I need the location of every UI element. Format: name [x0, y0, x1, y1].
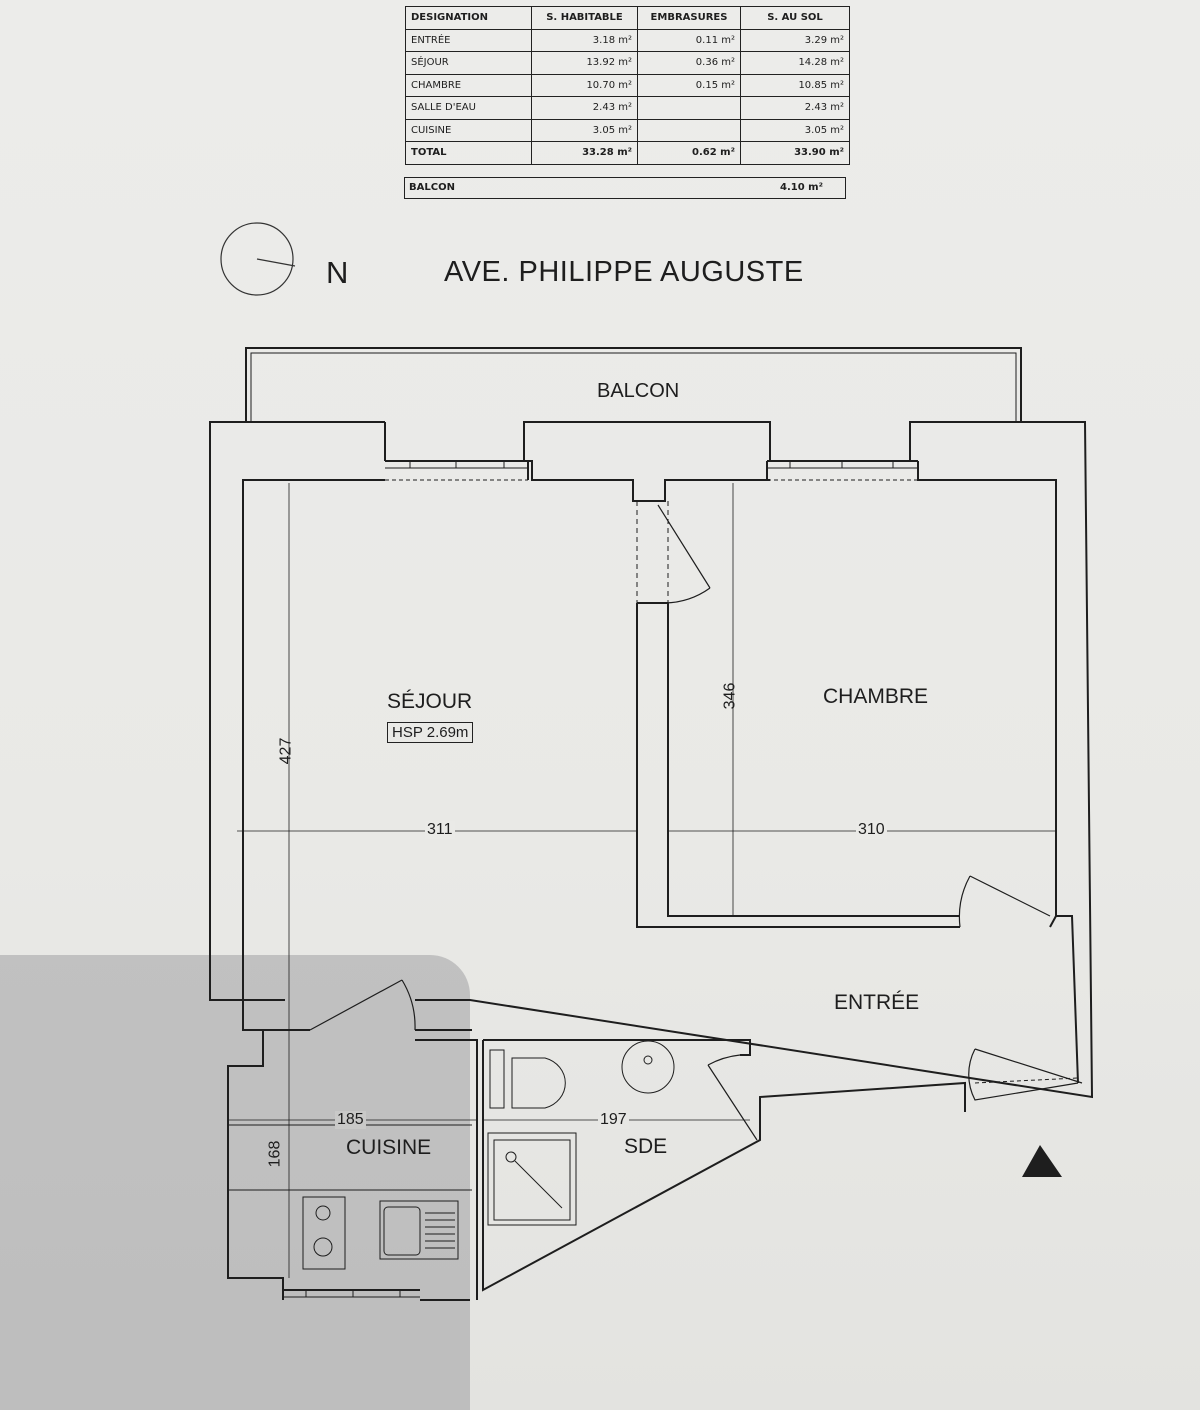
- shower-drain: [505, 1151, 517, 1163]
- dim-sde-width: 197: [598, 1111, 629, 1129]
- room-label-entree: ENTRÉE: [834, 991, 920, 1014]
- window-sejour: [385, 460, 528, 481]
- room-label-chambre: CHAMBRE: [823, 685, 929, 708]
- entry-door: [968, 1048, 1083, 1101]
- total-sol: 33.90 m²: [740, 141, 850, 165]
- door-sejour-chambre: [636, 501, 669, 603]
- shower-inner: [493, 1139, 571, 1221]
- dim-chambre-height: 346: [721, 682, 739, 710]
- partition-wall: [636, 602, 1057, 928]
- table-row: ENTRÉE 3.18 m² 0.11 m² 3.29 m²: [405, 28, 850, 52]
- cooktop: [302, 1196, 346, 1270]
- area-table: DESIGNATION S. HABITABLE EMBRASURES S. A…: [405, 6, 850, 165]
- dim-chambre-width: 310: [856, 821, 887, 839]
- room-label-sde: SDE: [624, 1135, 668, 1158]
- total-habitable: 33.28 m²: [531, 141, 638, 165]
- sink-drainer: [425, 1212, 455, 1249]
- hsp-badge: HSP 2.69m: [387, 722, 474, 743]
- sink-basin: [383, 1206, 421, 1256]
- total-embrasures: 0.62 m²: [637, 141, 741, 165]
- balcon-area-box: BALCON 4.10 m²: [404, 177, 846, 199]
- kitchen-door: [309, 979, 416, 1031]
- door-chambre-entree: [958, 875, 1051, 928]
- balcon-area-value: 4.10 m²: [780, 182, 823, 193]
- table-row: CUISINE 3.05 m² 3.05 m²: [405, 118, 850, 142]
- dim-cuisine-height: 168: [266, 1140, 284, 1168]
- kitchen-wall: [227, 1030, 478, 1301]
- burner: [315, 1205, 331, 1221]
- compass-icon: [220, 222, 296, 296]
- toilet-bowl: [511, 1057, 566, 1109]
- total-name: TOTAL: [405, 141, 532, 165]
- sink: [379, 1200, 459, 1260]
- facade-inner: [242, 460, 1079, 1084]
- sde-door: [707, 1054, 758, 1141]
- window-chambre: [767, 460, 918, 481]
- outer-wall: [209, 421, 1094, 1099]
- room-label-sejour: SÉJOUR: [387, 690, 473, 713]
- table-row-total: TOTAL 33.28 m² 0.62 m² 33.90 m²: [405, 141, 850, 165]
- dim-sejour-height: 427: [277, 737, 295, 765]
- washbasin-drain: [643, 1055, 653, 1065]
- entry-threshold: [974, 1077, 1079, 1084]
- balcon-area-label: BALCON: [409, 182, 455, 193]
- table-row: SÉJOUR 13.92 m² 0.36 m² 14.28 m²: [405, 51, 850, 75]
- room-label-balcon: BALCON: [597, 380, 680, 402]
- dim-sejour-width: 311: [425, 821, 455, 839]
- row-sol: 3.05 m²: [740, 118, 850, 142]
- shower-tray: [487, 1132, 577, 1226]
- photo-shadow: [0, 955, 470, 1410]
- balcony-inner: [250, 352, 1017, 422]
- burner: [313, 1237, 333, 1257]
- washbasin: [621, 1040, 675, 1094]
- row-habitable: 3.05 m²: [531, 118, 638, 142]
- entrance-triangle-icon: [1022, 1145, 1062, 1177]
- sde-wall: [482, 1039, 966, 1292]
- north-label: N: [326, 255, 349, 290]
- door-leaf-1: [657, 504, 711, 604]
- street-name: AVE. PHILIPPE AUGUSTE: [444, 256, 804, 288]
- window-cuisine: [283, 1289, 420, 1298]
- dim-cuisine-width: 185: [335, 1111, 366, 1129]
- toilet-tank: [489, 1049, 505, 1109]
- balcony-outline: [245, 347, 1022, 422]
- room-label-cuisine: CUISINE: [346, 1136, 432, 1159]
